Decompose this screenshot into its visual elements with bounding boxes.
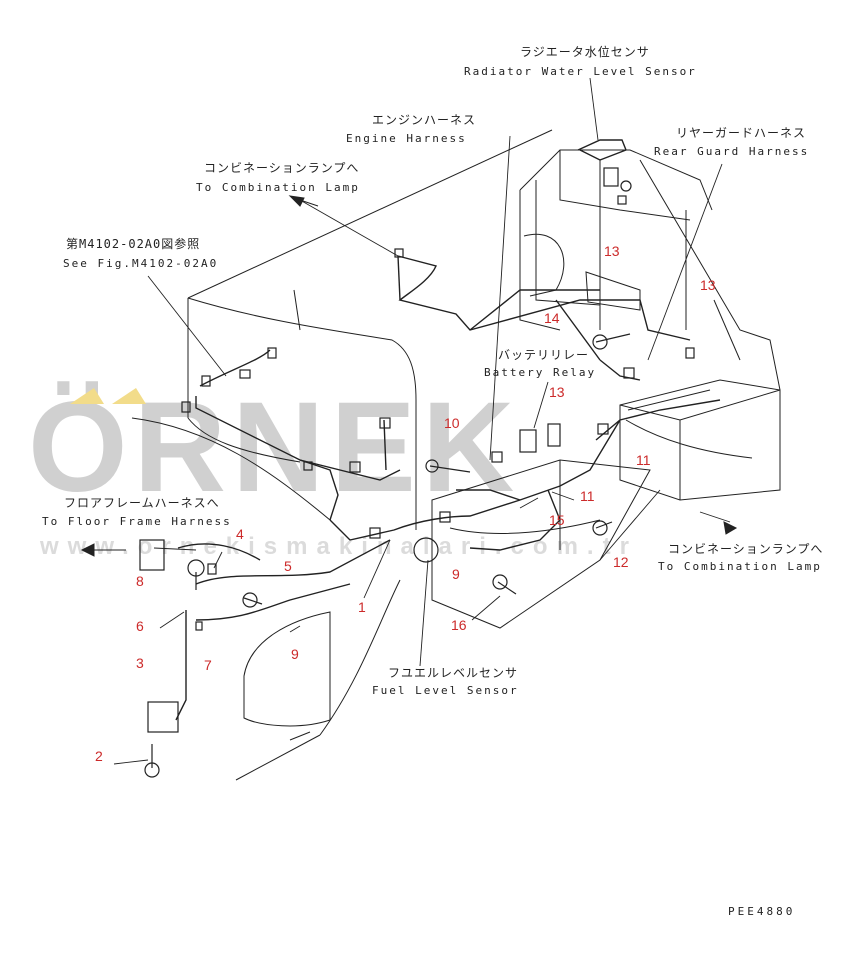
fuel-level-sensor-label-en: Fuel Level Sensor: [372, 684, 519, 697]
floor-frame-harness-label-jp: フロアフレームハーネスへ: [64, 496, 220, 510]
part-number-14: 14: [544, 310, 560, 326]
part-number-15: 15: [549, 512, 565, 528]
part-number-6: 6: [136, 618, 144, 634]
connectors: [139, 167, 695, 733]
combination-lamp-top-label-jp: コンビネーションランプへ: [204, 161, 360, 175]
part-number-1: 1: [358, 599, 366, 615]
battery-relay-label-jp: バッテリリレー: [498, 348, 590, 362]
lower-frame: [235, 459, 651, 781]
part-number-8: 8: [136, 573, 144, 589]
combination-lamp-top-label-en: To Combination Lamp: [196, 181, 360, 194]
bolts: [144, 333, 631, 778]
part-number-3: 3: [136, 655, 144, 671]
part-number-10: 10: [444, 415, 460, 431]
rear-guard-harness-label-jp: リヤーガードハーネス: [676, 126, 807, 140]
see-figure-label-en: See Fig.M4102-02A0: [63, 257, 219, 270]
see-figure-label-jp: 第M4102-02A0図参照: [66, 237, 201, 251]
part-number-13-relay: 13: [549, 384, 565, 400]
part-number-5: 5: [284, 558, 292, 574]
battery-box: [619, 379, 781, 501]
part-number-7: 7: [204, 657, 212, 673]
engine-harness-label-jp: エンジンハーネス: [372, 113, 477, 127]
engine-hood: [131, 129, 553, 530]
drawing-code: PEE4880: [728, 905, 796, 918]
watermark-umlaut-dots: [70, 388, 146, 404]
battery-relay-label-en: Battery Relay: [484, 366, 597, 379]
part-number-9-upper: 9: [452, 566, 460, 582]
radiator-sensor-label-en: Radiator Water Level Sensor: [464, 65, 697, 78]
radiator-sensor-label-jp: ラジエータ水位センサ: [520, 45, 650, 59]
floor-frame-harness-label-en: To Floor Frame Harness: [42, 515, 232, 528]
leader-lines: [113, 77, 731, 765]
engine-harness-label-en: Engine Harness: [346, 132, 467, 145]
part-number-9-lower: 9: [291, 646, 299, 662]
part-number-16: 16: [451, 617, 467, 633]
watermark-brand: ÖRNEK: [28, 376, 521, 519]
fuel-level-sensor-label-jp: フユエルレベルセンサ: [388, 666, 519, 680]
arrows: [80, 195, 738, 557]
combination-lamp-right-label-jp: コンビネーションランプへ: [668, 542, 824, 556]
rear-guard-harness-label-en: Rear Guard Harness: [654, 145, 810, 158]
radiator-body: [519, 149, 781, 391]
part-number-11-right: 11: [636, 452, 651, 468]
part-number-13-radiator: 13: [604, 243, 620, 259]
part-number-12: 12: [613, 554, 629, 570]
part-number-2: 2: [95, 748, 103, 764]
part-number-13-right: 13: [700, 277, 716, 293]
part-number-11-left: 11: [580, 488, 595, 504]
part-number-4: 4: [236, 526, 244, 542]
combination-lamp-right-label-en: To Combination Lamp: [658, 560, 822, 573]
watermark-url: www.ornekismakinalari.com.tr: [40, 533, 638, 560]
